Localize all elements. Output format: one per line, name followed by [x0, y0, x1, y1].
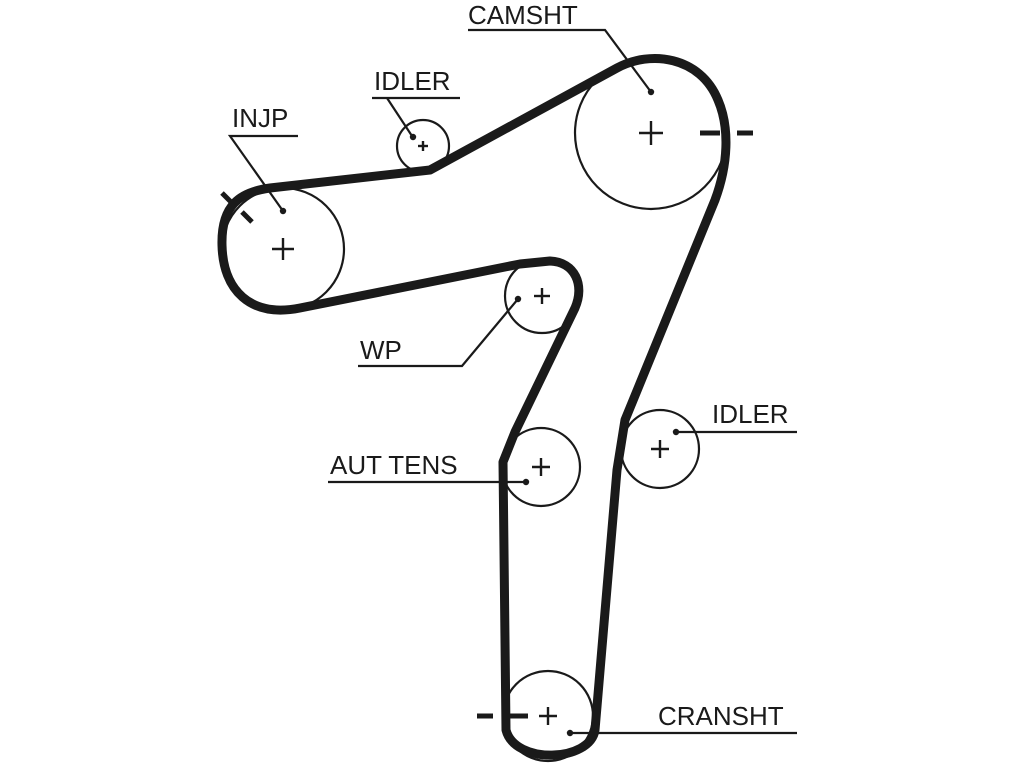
- water-pump-leader: [358, 298, 519, 368]
- injection-pump-center-cross: [272, 238, 294, 260]
- idler-top-leader-dot: [409, 133, 417, 141]
- camshaft-leader: [468, 28, 652, 93]
- water-pump-label: WP: [360, 335, 402, 365]
- auto-tensioner-center-cross: [532, 458, 550, 476]
- camshaft-leader-dot: [647, 88, 655, 96]
- idler-right-label: IDLER: [712, 399, 789, 429]
- crankshaft-label: CRANSHT: [658, 701, 784, 731]
- injection-pump-leader-dot: [279, 207, 287, 215]
- auto-tensioner-label: AUT TENS: [330, 450, 458, 480]
- idler-top-center-cross: [418, 141, 428, 151]
- injection-pump-leader: [227, 134, 298, 212]
- camshaft-center-cross: [639, 121, 663, 145]
- auto-tensioner-leader-dot: [522, 478, 530, 486]
- injection-pump-timing-mark: [220, 191, 254, 224]
- water-pump-center-cross: [534, 288, 550, 304]
- crankshaft-center-cross: [539, 707, 557, 725]
- timing-belt: [217, 54, 731, 760]
- water-pump-leader-dot: [514, 295, 522, 303]
- injection-pump-label: INJP: [232, 103, 288, 133]
- idler-right-leader-dot: [672, 428, 680, 436]
- crankshaft-leader-dot: [566, 729, 574, 737]
- idler-top-leader-diag: [386, 97, 413, 137]
- idler-right-center-cross: [651, 440, 669, 458]
- camshaft-label: CAMSHT: [468, 0, 578, 30]
- idler-top-label: IDLER: [374, 66, 451, 96]
